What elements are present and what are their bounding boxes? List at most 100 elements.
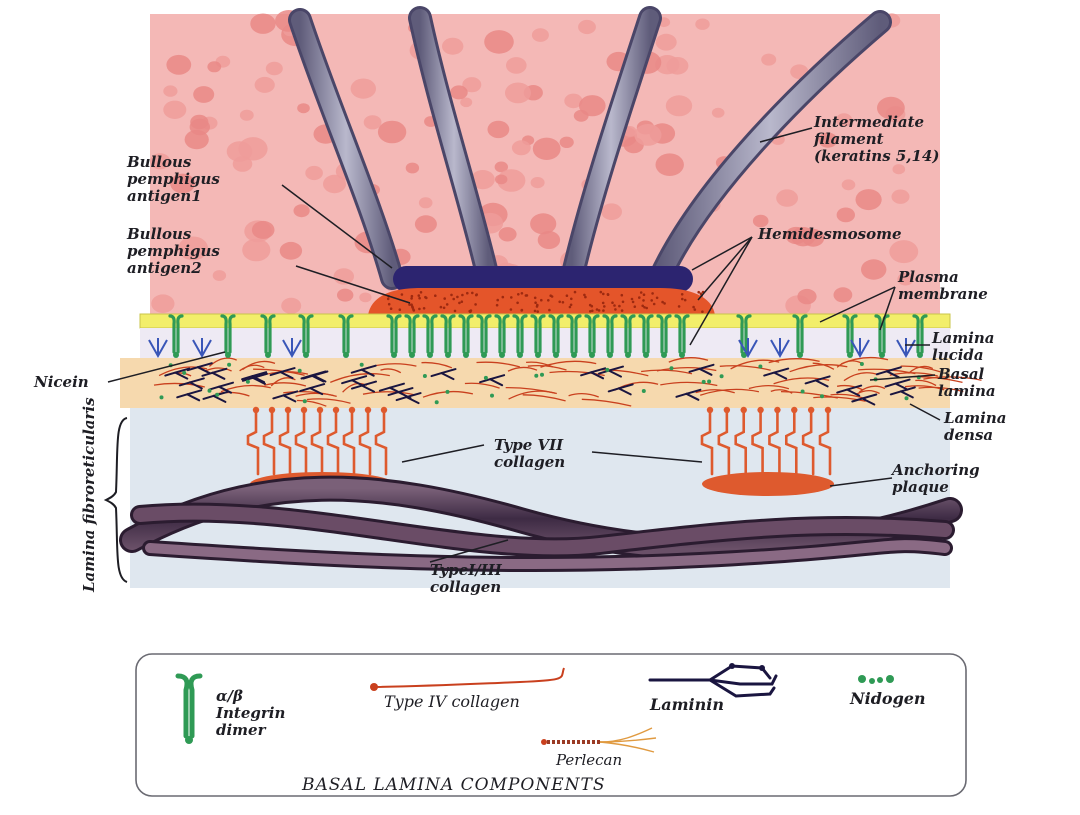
integrin-alpha xyxy=(220,314,228,354)
laminin-tuft xyxy=(770,338,790,359)
fibril-strand xyxy=(342,408,356,476)
antigen-dot xyxy=(458,301,461,305)
legend-integrin-icon xyxy=(175,673,203,744)
antigen-dot xyxy=(683,298,687,302)
nidogen-dot xyxy=(445,389,450,394)
integrin-alpha xyxy=(736,314,744,354)
antigen-dot xyxy=(450,293,453,297)
laminin-cross xyxy=(851,393,878,406)
antigen-dot xyxy=(410,294,414,298)
antigen-dot xyxy=(643,306,646,309)
collagen-iv-strand xyxy=(836,360,862,368)
label-nicein: Nicein xyxy=(34,373,89,391)
integrin-alpha xyxy=(440,314,448,354)
fibril-strand xyxy=(374,408,388,476)
integrin-dimer xyxy=(566,314,582,358)
collagen-iv-strand xyxy=(730,359,780,370)
antigen-dot xyxy=(677,305,681,308)
integrin-foot xyxy=(879,352,885,358)
fibril-strand xyxy=(358,408,372,476)
antigen-dot xyxy=(613,304,616,307)
antigen-dot xyxy=(573,290,577,294)
antigen-dot xyxy=(418,307,421,311)
cell-granule xyxy=(377,120,407,144)
collagen-iv-strand xyxy=(253,368,305,376)
integrin-foot xyxy=(917,352,923,358)
integrin-alpha xyxy=(512,314,520,354)
antigen-dot xyxy=(621,300,625,304)
collagen-iv-strand xyxy=(296,399,327,407)
laminin-cross xyxy=(299,383,326,396)
antigen-dot xyxy=(520,309,523,312)
cell-granule xyxy=(265,61,283,76)
antigen-dot xyxy=(620,309,624,312)
collagen-iv-strand xyxy=(270,377,296,387)
cell-granule xyxy=(530,177,545,189)
cell-granule xyxy=(530,213,557,235)
integrin-alpha xyxy=(530,314,538,354)
integrin-alpha xyxy=(422,314,430,354)
antigen-dot xyxy=(533,309,537,313)
antigen-dot xyxy=(597,309,601,312)
integrin-alpha xyxy=(168,314,176,354)
nidogen-dot xyxy=(227,362,232,367)
collagen-iv-strand xyxy=(768,358,820,364)
integrin-alpha xyxy=(874,314,882,354)
cell-granule xyxy=(897,272,914,286)
cell-granule xyxy=(855,189,882,211)
cell-granule xyxy=(363,115,382,130)
integrin-foot xyxy=(679,352,685,358)
cell-granule xyxy=(190,114,209,130)
fibril-strand xyxy=(310,408,324,476)
cell-granule xyxy=(495,174,508,185)
cell-granule xyxy=(752,214,769,228)
collagen-iv-strand xyxy=(153,382,205,388)
collagen-iv-strand xyxy=(208,357,237,367)
cell-granule xyxy=(836,207,855,223)
integrin-alpha xyxy=(386,314,394,354)
collagen-iv-strand xyxy=(789,364,848,373)
antigen-dot xyxy=(611,301,614,305)
integrin-beta xyxy=(448,314,456,354)
integrin-alpha xyxy=(674,314,682,354)
antigen-dot xyxy=(651,292,654,295)
integrin-foot xyxy=(607,352,613,358)
legend-laminin-label: Laminin xyxy=(650,695,724,714)
legend-box xyxy=(135,653,967,797)
collagen-vii-fibril xyxy=(310,406,324,476)
antigen-dot xyxy=(681,297,684,301)
collagen-iv-strand xyxy=(908,365,934,374)
integrin-dimer xyxy=(530,314,546,358)
collagen-iv-strand xyxy=(748,385,790,390)
integrin-alpha xyxy=(638,314,646,354)
fibril-strand xyxy=(768,408,781,476)
cell-granule xyxy=(350,78,376,99)
fibril-strand xyxy=(262,408,276,476)
integrin-foot xyxy=(797,352,803,358)
antigen-dot xyxy=(517,293,520,296)
laminin-cross xyxy=(300,370,327,383)
antigen-dot xyxy=(599,290,603,294)
integrin-foot xyxy=(571,352,577,358)
cell-granule xyxy=(470,170,495,190)
label-anchoring-plaque: Anchoring plaque xyxy=(892,461,980,496)
collagen-iv-strand xyxy=(264,382,307,387)
integrin-beta xyxy=(744,314,752,354)
integrin-beta xyxy=(556,314,564,354)
cell-granule xyxy=(761,53,777,66)
nidogen-dot xyxy=(215,392,220,397)
cell-granule xyxy=(579,95,606,117)
antigen-dot xyxy=(466,291,469,295)
cell-granule xyxy=(634,123,662,146)
collagen-iv-strand xyxy=(836,384,863,391)
integrin-alpha xyxy=(566,314,574,354)
antigen-dot xyxy=(638,296,641,299)
antigen-dot xyxy=(645,306,648,310)
integrin-dimer xyxy=(584,314,600,358)
type-vii-collagen-fibrils xyxy=(246,406,832,476)
integrin-foot xyxy=(643,352,649,358)
integrin-beta xyxy=(466,314,474,354)
laminin-cross xyxy=(378,382,405,395)
nidogen-dot xyxy=(758,364,763,369)
